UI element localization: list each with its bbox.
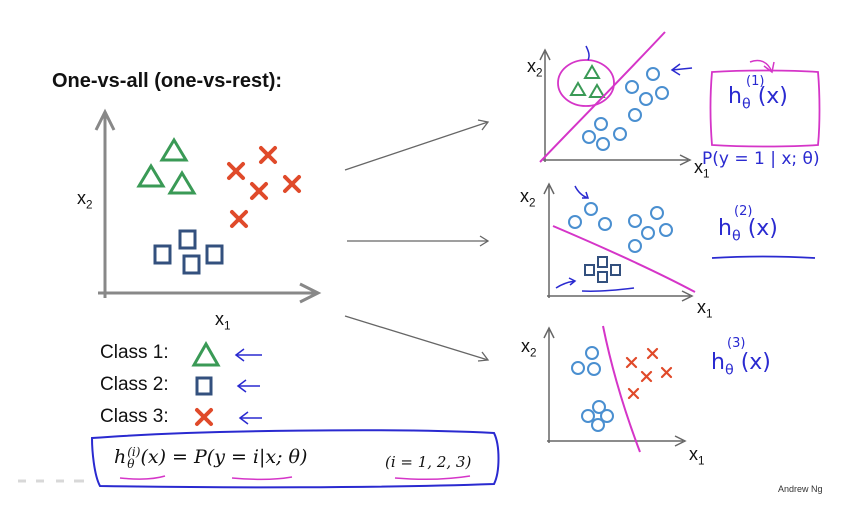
cross-marker xyxy=(259,146,277,164)
main-x-label: x1 xyxy=(215,309,231,333)
legend-class-1: Class 1: xyxy=(100,342,169,363)
legend-class-2: Class 2: xyxy=(100,374,169,395)
panel-3 xyxy=(543,325,687,453)
formula-range: (i = 1, 2, 3) xyxy=(385,453,472,471)
arrow-to-panel-1 xyxy=(344,121,489,171)
hypothesis-2-underline xyxy=(711,255,816,259)
main-triangles xyxy=(136,137,197,195)
triangle-icon xyxy=(191,340,221,367)
triangle-marker xyxy=(136,163,166,188)
legend-markers xyxy=(191,340,262,426)
credit-text: Andrew Ng xyxy=(778,484,823,494)
panel-2-axes xyxy=(543,182,694,302)
class-1-highlight-circle xyxy=(557,59,615,107)
panel-1-circles xyxy=(582,67,669,151)
one-vs-all-formula: h(i)θ (x) = P(y = i|x; θ) xyxy=(114,446,307,470)
panel-3-y-label: x2 xyxy=(521,336,537,360)
arrow-to-panel-3 xyxy=(344,315,489,361)
panel-1-axes xyxy=(539,48,692,166)
main-axes xyxy=(94,108,322,304)
main-squares xyxy=(153,229,224,275)
legend-class-3: Class 3: xyxy=(100,406,169,427)
panel-1-x-label: x1 xyxy=(694,157,710,181)
formula-underline-lhs xyxy=(119,475,166,480)
panel-1-arrow xyxy=(670,63,693,76)
panel-1-triangles xyxy=(569,64,606,98)
cross-marker xyxy=(250,182,268,200)
panel-2-pointers xyxy=(555,185,590,289)
formula-box-outline xyxy=(90,429,500,489)
decision-boundary-2 xyxy=(552,225,696,293)
panel-3-circles xyxy=(571,346,614,432)
main-crosses xyxy=(227,146,301,228)
panel-2-circles xyxy=(568,202,673,253)
panel-3-crosses xyxy=(625,347,673,400)
square-icon xyxy=(195,376,213,396)
class-1-pointer-tick xyxy=(585,45,590,61)
square-marker xyxy=(182,254,201,275)
formula-subscript: θ xyxy=(127,457,135,471)
hypothesis-1-pointer xyxy=(749,59,775,74)
slide-title: One-vs-all (one-vs-rest): xyxy=(52,70,283,92)
panel-arrows xyxy=(344,119,490,362)
hypothesis-1: (1)hθ (x) xyxy=(728,74,788,113)
decision-boundary-3 xyxy=(602,325,641,453)
panel-1-y-label: x2 xyxy=(527,56,543,80)
triangle-marker xyxy=(167,170,197,195)
formula-superscript: (i) xyxy=(127,445,141,459)
formula-underline-range xyxy=(394,475,471,481)
hypothesis-2: (2)hθ (x) xyxy=(718,204,778,245)
formula-rhs: (x) = P(y = i|x; θ) xyxy=(140,446,308,468)
cross-marker xyxy=(230,210,248,228)
main-x-arrowhead xyxy=(299,282,322,304)
formula-underline-prob xyxy=(231,476,293,481)
panel-2-x-label: x1 xyxy=(697,297,713,321)
panel-2-y-label: x2 xyxy=(520,186,536,210)
probability-annotation: P(y = 1 | x; θ) xyxy=(702,149,820,169)
main-y-arrowhead xyxy=(94,108,116,131)
panel-2-squares xyxy=(584,256,621,283)
panel-1 xyxy=(539,31,821,166)
square-marker xyxy=(205,244,224,265)
class-2-underline xyxy=(581,287,635,292)
main-y-label: x2 xyxy=(77,188,93,212)
decision-boundary-1 xyxy=(539,31,666,163)
triangle-marker xyxy=(159,137,189,162)
legend-arrows xyxy=(234,348,262,425)
square-marker xyxy=(178,229,197,250)
panel-3-x-label: x1 xyxy=(689,444,705,468)
hypothesis-1-box xyxy=(709,69,821,148)
square-marker xyxy=(153,244,172,265)
cross-icon xyxy=(195,408,213,426)
hypothesis-3: (3)hθ (x) xyxy=(711,336,771,379)
cross-marker xyxy=(283,175,301,193)
formula-h: h xyxy=(114,446,127,468)
panel-2 xyxy=(543,182,816,302)
cross-marker xyxy=(227,162,245,180)
panel-3-axes xyxy=(543,326,687,447)
